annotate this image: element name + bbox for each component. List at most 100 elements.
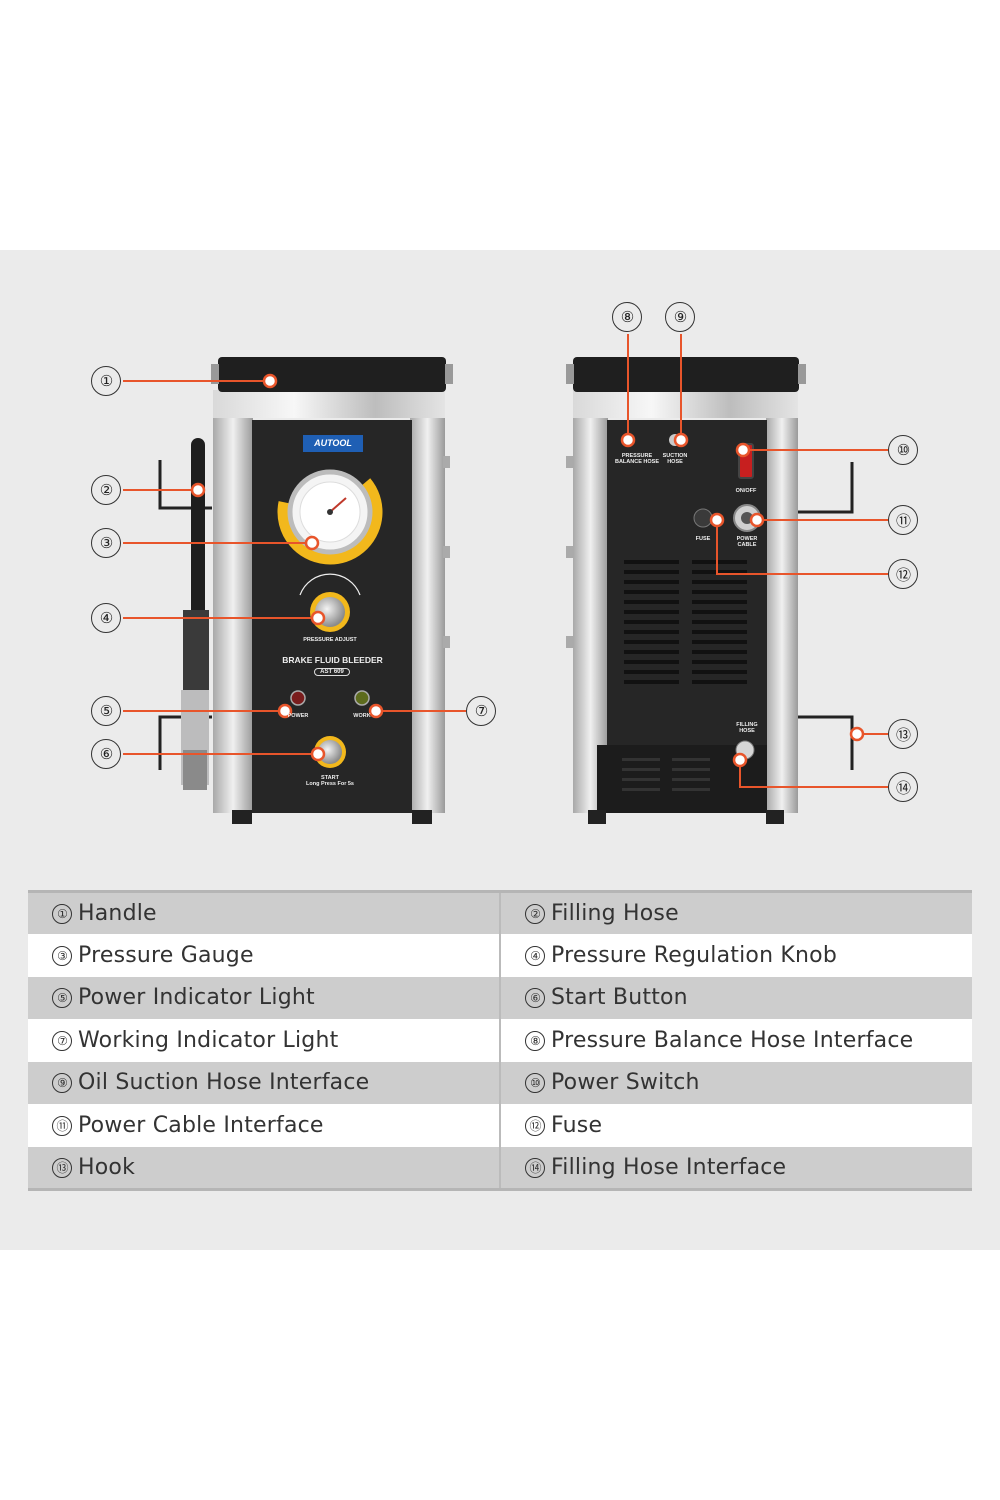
back-hook-top: [798, 462, 854, 514]
legend-text: Pressure Balance Hose Interface: [551, 1027, 914, 1053]
legend-row: ⑬ Hook ⑭ Filling Hose Interface: [28, 1146, 972, 1189]
legend-number: ⑥: [525, 988, 545, 1009]
back-handle: [573, 357, 799, 392]
legend-number: ⑩: [525, 1073, 545, 1094]
legend-row: ⑨ Oil Suction Hose Interface ⑩ Power Switc…: [28, 1061, 972, 1104]
legend-number: ④: [525, 945, 545, 966]
suction-hose-label: SUCTION HOSE: [662, 453, 688, 465]
legend-item: ⑩ Power Switch: [499, 1061, 972, 1104]
legend-number: ⑤: [52, 988, 72, 1009]
callout-4: ④: [91, 603, 121, 633]
callout-7: ⑦: [466, 696, 496, 726]
front-foot-left: [232, 810, 252, 824]
brand-badge: [303, 435, 363, 452]
legend-item: ⑥ Start Button: [499, 976, 972, 1019]
legend-text: Filling Hose Interface: [551, 1154, 787, 1180]
legend-text: Hook: [78, 1154, 136, 1180]
leader-lines: [123, 334, 888, 788]
legend-item: ⑭ Filling Hose Interface: [499, 1146, 972, 1189]
work-indicator-light: [354, 690, 370, 706]
hose-coupler: [183, 610, 209, 690]
back-hook-bottom: [798, 715, 854, 770]
front-top-cap: [213, 390, 445, 418]
power-indicator-light: [290, 690, 306, 706]
legend-item: ⑦ Working Indicator Light: [28, 1019, 500, 1062]
legend-item: ⑤ Power Indicator Light: [28, 976, 500, 1019]
legend-item: ⑫ Fuse: [499, 1104, 972, 1147]
callout-13: ⑬: [888, 719, 918, 749]
back-right-side: [766, 415, 798, 813]
legend-text: Pressure Gauge: [78, 942, 254, 968]
vent-grille: [624, 560, 747, 684]
callout-3: ③: [91, 528, 121, 558]
legend-item: ⑬ Hook: [28, 1146, 500, 1189]
legend-number: ⑧: [525, 1030, 545, 1051]
start-label: START: [321, 775, 339, 781]
legend-text: Power Cable Interface: [78, 1112, 324, 1138]
callout-1: ①: [91, 366, 121, 396]
legend-row: ⑦ Working Indicator Light ⑧ Pressure Balan…: [28, 1019, 972, 1062]
legend-number: ⑦: [52, 1030, 72, 1051]
callout-11: ⑪: [888, 505, 918, 535]
front-foot-right: [412, 810, 432, 824]
diagram-panel: AUTOOL PRESSURE ADJUST BRAKE FLUID BLEED…: [0, 250, 1000, 1250]
legend-item: ⑨ Oil Suction Hose Interface: [28, 1061, 500, 1104]
legend-item: ③ Pressure Gauge: [28, 934, 500, 977]
legend-number: ⑬: [52, 1157, 72, 1178]
callout-9: ⑨: [665, 302, 695, 332]
front-right-side: [410, 415, 445, 813]
filling-hose-label: FILLING HOSE: [736, 722, 758, 734]
legend-item: ④ Pressure Regulation Knob: [499, 934, 972, 977]
legend-item: ⑪ Power Cable Interface: [28, 1104, 500, 1147]
legend-row: ⑤ Power Indicator Light ⑥ Start Button: [28, 976, 972, 1019]
legend-text: Start Button: [551, 985, 688, 1011]
callout-8: ⑧: [612, 302, 642, 332]
legend-number: ②: [525, 904, 545, 924]
callout-2: ②: [91, 475, 121, 505]
legend-item: ⑧ Pressure Balance Hose Interface: [499, 1019, 972, 1062]
fuse-label: FUSE: [695, 536, 711, 542]
pressure-balance-hose-label: PRESSURE BALANCE HOSE: [614, 453, 659, 465]
callout-12: ⑫: [888, 559, 918, 589]
legend-text: Working Indicator Light: [78, 1027, 339, 1053]
back-unit: [566, 357, 854, 824]
legend-row: ⑪ Power Cable Interface ⑫ Fuse: [28, 1104, 972, 1147]
work-light-label: WORK: [353, 713, 371, 719]
start-hint-label: Long Press For 5s: [306, 781, 354, 787]
legend-text: Fuse: [551, 1112, 603, 1138]
power-light-label: POWER: [287, 713, 309, 719]
handle: [218, 357, 446, 392]
brand-logo-text: AUTOOL: [314, 438, 352, 448]
legend-row: ③ Pressure Gauge ④ Pressure Regulation Kno…: [28, 934, 972, 977]
legend-text: Oil Suction Hose Interface: [78, 1070, 370, 1096]
legend-item: ② Filling Hose: [499, 891, 972, 934]
front-unit: [158, 357, 453, 824]
model-label: AST 609: [314, 668, 350, 676]
legend-text: Pressure Regulation Knob: [551, 942, 837, 968]
legend-number: ①: [52, 904, 72, 924]
callout-5: ⑤: [91, 696, 121, 726]
legend-text: Handle: [78, 901, 157, 926]
leader-dots: [190, 373, 865, 768]
legend-number: ⑪: [52, 1115, 72, 1136]
fuse: [693, 508, 713, 528]
legend-number: ⑨: [52, 1073, 72, 1094]
legend-number: ⑫: [525, 1115, 545, 1136]
callout-6: ⑥: [91, 739, 121, 769]
legend-item: ① Handle: [28, 891, 500, 934]
callout-14: ⑭: [888, 772, 918, 802]
front-left-side: [213, 415, 253, 813]
legend-text: Power Indicator Light: [78, 985, 315, 1011]
callout-10: ⑩: [888, 435, 918, 465]
legend-text: Power Switch: [551, 1070, 700, 1096]
pressure-adjust-label: PRESSURE ADJUST: [303, 637, 357, 643]
product-name-label: BRAKE FLUID BLEEDER: [282, 655, 383, 665]
onoff-label: ON/OFF: [735, 488, 757, 494]
legend-text: Filling Hose: [551, 901, 679, 926]
legend-row: ① Handle ② Filling Hose: [28, 891, 972, 934]
legend-number: ③: [52, 945, 72, 966]
product-diagram: [123, 334, 888, 824]
legend-number: ⑭: [525, 1157, 545, 1178]
power-cable-label: POWER CABLE: [736, 536, 758, 548]
